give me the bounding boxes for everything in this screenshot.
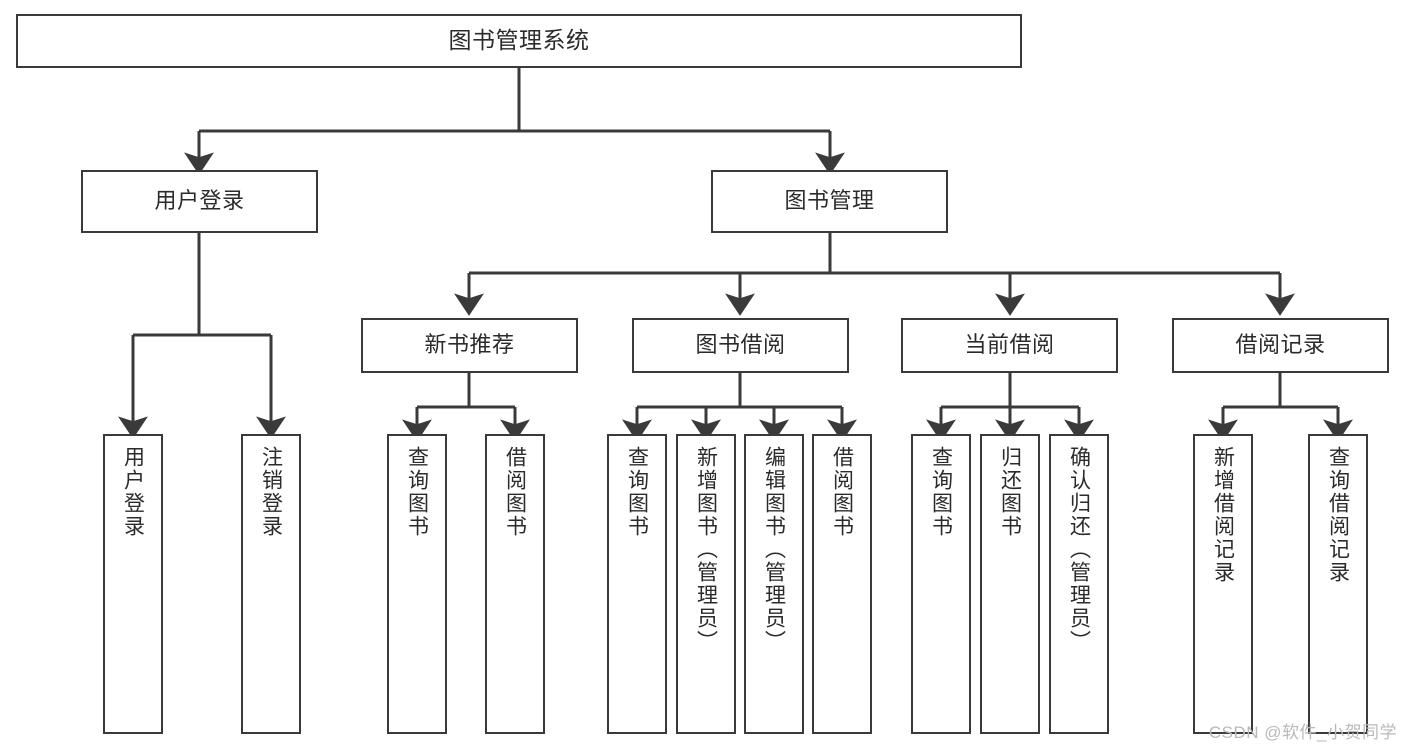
node-current-borrow[interactable]: 当前借阅 [901, 318, 1118, 373]
node-label: 查询图书 [929, 446, 953, 538]
node-borrow-record[interactable]: 借阅记录 [1172, 318, 1389, 373]
node-label: 归还图书 [998, 446, 1022, 538]
node-label: 新书推荐 [424, 332, 515, 358]
leaf-current-borrow-query-book[interactable]: 查询图书 [911, 434, 971, 734]
node-label: 新增图书（管理员） [694, 446, 718, 653]
leaf-current-borrow-confirm-return[interactable]: 确认归还（管理员） [1049, 434, 1109, 734]
leaf-user-login-login[interactable]: 用户登录 [103, 434, 163, 734]
node-label: 确认归还（管理员） [1067, 446, 1091, 653]
node-book-management[interactable]: 图书管理 [711, 170, 948, 233]
node-label: 编辑图书（管理员） [762, 446, 786, 653]
leaf-book-borrow-add-book[interactable]: 新增图书（管理员） [676, 434, 736, 734]
leaf-current-borrow-return-book[interactable]: 归还图书 [980, 434, 1040, 734]
node-label: 借阅图书 [503, 446, 527, 538]
node-label: 查询图书 [625, 446, 649, 538]
leaf-new-book-borrow-book[interactable]: 借阅图书 [485, 434, 545, 734]
node-label: 图书借阅 [695, 332, 786, 358]
node-label: 查询图书 [405, 446, 429, 538]
node-label: 用户登录 [121, 446, 145, 538]
leaf-borrow-record-query-record[interactable]: 查询借阅记录 [1308, 434, 1368, 734]
node-user-login[interactable]: 用户登录 [81, 170, 318, 233]
node-label: 借阅记录 [1235, 332, 1326, 358]
node-label: 当前借阅 [964, 332, 1055, 358]
node-label: 注销登录 [259, 446, 283, 538]
csdn-watermark: CSDN @软件_小贺同学 [1208, 723, 1397, 742]
node-label: 图书管理系统 [448, 27, 590, 54]
node-label: 查询借阅记录 [1326, 446, 1350, 584]
node-label: 用户登录 [154, 188, 245, 214]
node-label: 图书管理 [784, 188, 875, 214]
leaf-new-book-query-book[interactable]: 查询图书 [387, 434, 447, 734]
node-new-book-recommendation[interactable]: 新书推荐 [361, 318, 578, 373]
leaf-borrow-record-add-record[interactable]: 新增借阅记录 [1193, 434, 1253, 734]
node-label: 借阅图书 [830, 446, 854, 538]
leaf-book-borrow-query-book[interactable]: 查询图书 [607, 434, 667, 734]
node-book-borrow[interactable]: 图书借阅 [632, 318, 849, 373]
node-label: 新增借阅记录 [1211, 446, 1235, 584]
leaf-book-borrow-borrow-book[interactable]: 借阅图书 [812, 434, 872, 734]
node-root-system[interactable]: 图书管理系统 [16, 14, 1022, 68]
leaf-book-borrow-edit-book[interactable]: 编辑图书（管理员） [744, 434, 804, 734]
leaf-user-login-logout[interactable]: 注销登录 [241, 434, 301, 734]
